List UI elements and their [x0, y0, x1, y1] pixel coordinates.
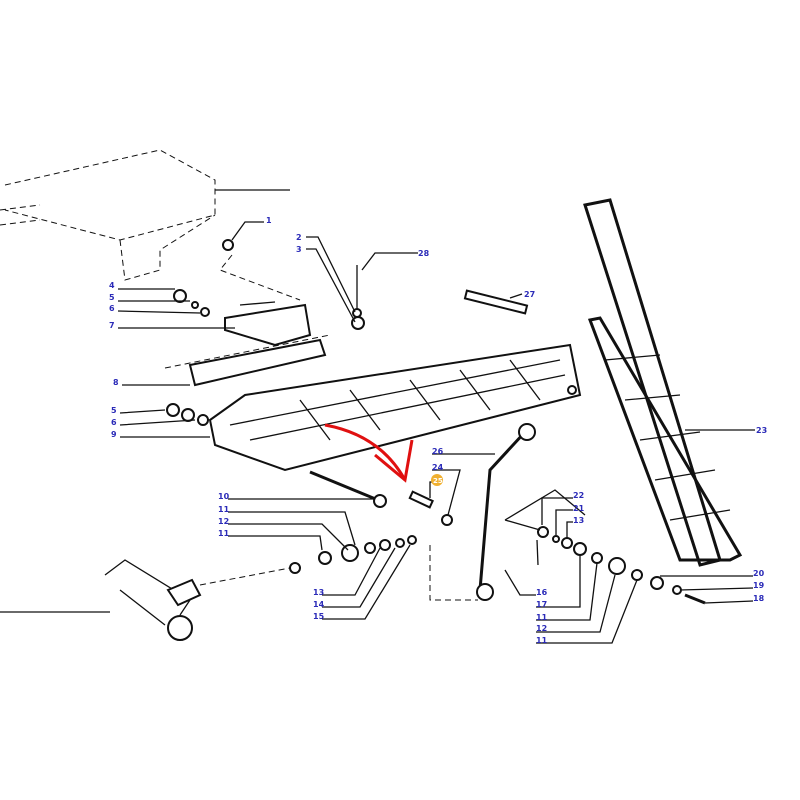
callout-8: 8 — [113, 378, 119, 387]
platform-outline — [0, 149, 290, 281]
callout-25: 25 — [433, 477, 443, 485]
callout-20: 20 — [753, 569, 765, 578]
callout-2: 2 — [296, 233, 302, 242]
support-arm — [478, 430, 527, 591]
callout-21: 21 — [573, 504, 585, 513]
long-bolt — [309, 470, 379, 502]
callout-6b: 6 — [111, 418, 117, 427]
callout-5b: 5 — [111, 406, 117, 415]
step-frame — [208, 343, 582, 472]
callout-19: 19 — [753, 581, 765, 590]
callout-3: 3 — [296, 245, 302, 254]
callout-labels: 1 2 3 28 4 5 6 7 27 8 5 6 9 23 26 24 25 … — [109, 216, 767, 645]
hardware-parts — [166, 239, 706, 605]
callout-10: 10 — [218, 492, 230, 501]
callout-12b: 12 — [536, 624, 547, 633]
callout-4: 4 — [109, 281, 115, 290]
callout-28: 28 — [418, 249, 430, 258]
callout-27: 27 — [524, 290, 535, 299]
callout-22: 22 — [573, 491, 584, 500]
callout-14: 14 — [313, 600, 325, 609]
highlight-badge — [431, 474, 443, 486]
ladder — [583, 198, 743, 567]
callout-11: 11 — [218, 505, 230, 514]
callout-7: 7 — [109, 321, 115, 330]
callout-16: 16 — [536, 588, 548, 597]
bracket-plate — [164, 301, 331, 387]
callout-13b: 13 — [313, 588, 324, 597]
leader-lines — [117, 221, 755, 644]
callout-11c: 11 — [536, 613, 548, 622]
callout-26: 26 — [432, 447, 444, 456]
lever-arm — [0, 559, 301, 641]
callout-18: 18 — [753, 594, 765, 603]
callout-15: 15 — [313, 612, 325, 621]
highlight-arrow — [324, 423, 414, 483]
callout-5: 5 — [109, 293, 115, 302]
callout-12: 12 — [218, 517, 229, 526]
callout-13: 13 — [573, 516, 584, 525]
callout-17: 17 — [536, 600, 547, 609]
grip-strip — [463, 289, 529, 315]
callout-23: 23 — [756, 426, 767, 435]
callout-11d: 11 — [536, 636, 548, 645]
spring-pin — [408, 490, 434, 509]
callout-9: 9 — [111, 430, 117, 439]
callout-24: 24 — [432, 463, 444, 472]
callout-6: 6 — [109, 304, 115, 313]
callout-11b: 11 — [218, 529, 230, 538]
callout-1: 1 — [266, 216, 272, 225]
